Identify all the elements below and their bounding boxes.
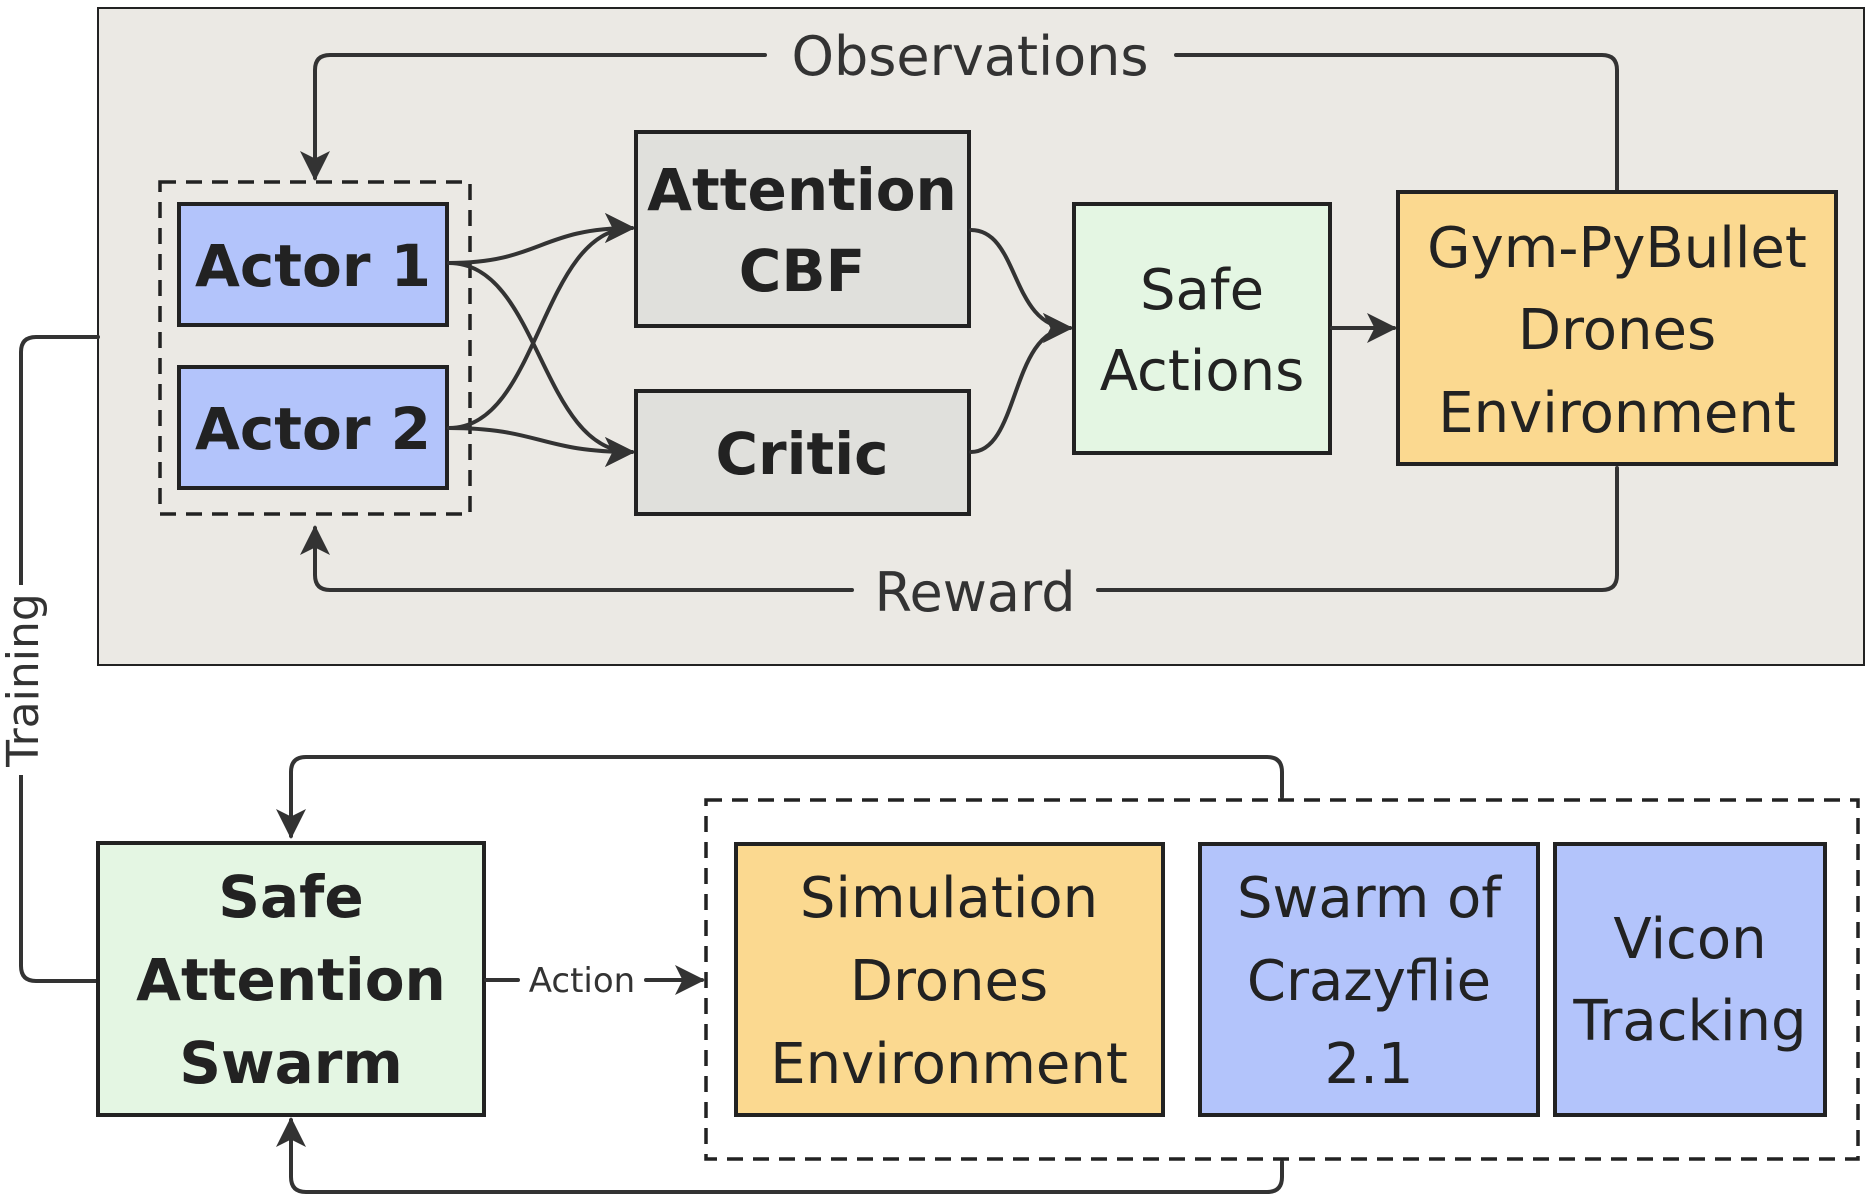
crazyflie-box: Swarm of Crazyflie 2.1 xyxy=(1198,842,1540,1117)
safe-actions-line2: Actions xyxy=(1100,339,1305,404)
actor-connectors xyxy=(447,213,635,467)
actor-2-label: Actor 2 xyxy=(195,395,431,463)
action-label: Action xyxy=(529,961,635,1001)
training-label: Training xyxy=(0,593,49,768)
reward-connector: Reward xyxy=(300,466,1619,624)
training-connector: Training xyxy=(0,335,100,983)
attention-cbf-line2: CBF xyxy=(739,237,865,305)
gym-pybullet-env-box: Gym-PyBullet Drones Environment xyxy=(1396,190,1838,466)
safe-actions-box: Safe Actions xyxy=(1072,202,1332,455)
crazyflie-line3: 2.1 xyxy=(1324,1032,1413,1097)
sim-env-line1: Simulation xyxy=(800,866,1098,931)
swarm-line3: Swarm xyxy=(179,1029,403,1097)
swarm-line2: Attention xyxy=(136,946,446,1014)
observations-connector: Observations xyxy=(300,22,1619,192)
sim-env-line3: Environment xyxy=(770,1032,1128,1097)
vicon-line2: Tracking xyxy=(1572,989,1806,1054)
action-connector: Action xyxy=(484,961,705,1001)
critic-box: Critic xyxy=(634,389,971,516)
safe-attention-swarm-box: Safe Attention Swarm xyxy=(96,841,486,1117)
deployment-loop-connectors xyxy=(276,755,1284,1194)
actor-group xyxy=(158,180,472,516)
deployment-target-group xyxy=(704,798,1860,1161)
actor-2-box: Actor 2 xyxy=(177,365,449,490)
actor-1-box: Actor 1 xyxy=(177,202,449,327)
attention-cbf-box: Attention CBF xyxy=(634,130,971,328)
swarm-line1: Safe xyxy=(218,863,363,931)
gym-env-line3: Environment xyxy=(1438,381,1796,446)
safe-actions-connectors xyxy=(969,228,1073,454)
vicon-line1: Vicon xyxy=(1613,907,1766,972)
vicon-box: Vicon Tracking xyxy=(1553,842,1827,1117)
observations-label: Observations xyxy=(792,25,1149,88)
gym-env-line1: Gym-PyBullet xyxy=(1427,216,1807,281)
safe-actions-line1: Safe xyxy=(1140,258,1264,323)
sim-env-line2: Drones xyxy=(850,949,1048,1014)
crazyflie-line2: Crazyflie xyxy=(1247,949,1491,1014)
actor-1-label: Actor 1 xyxy=(195,232,431,300)
critic-label: Critic xyxy=(715,420,888,488)
gym-env-line2: Drones xyxy=(1518,298,1716,363)
attention-cbf-line1: Attention xyxy=(647,156,957,224)
reward-label: Reward xyxy=(874,561,1075,624)
simulation-env-box: Simulation Drones Environment xyxy=(734,842,1165,1117)
crazyflie-line1: Swarm of xyxy=(1237,866,1502,931)
